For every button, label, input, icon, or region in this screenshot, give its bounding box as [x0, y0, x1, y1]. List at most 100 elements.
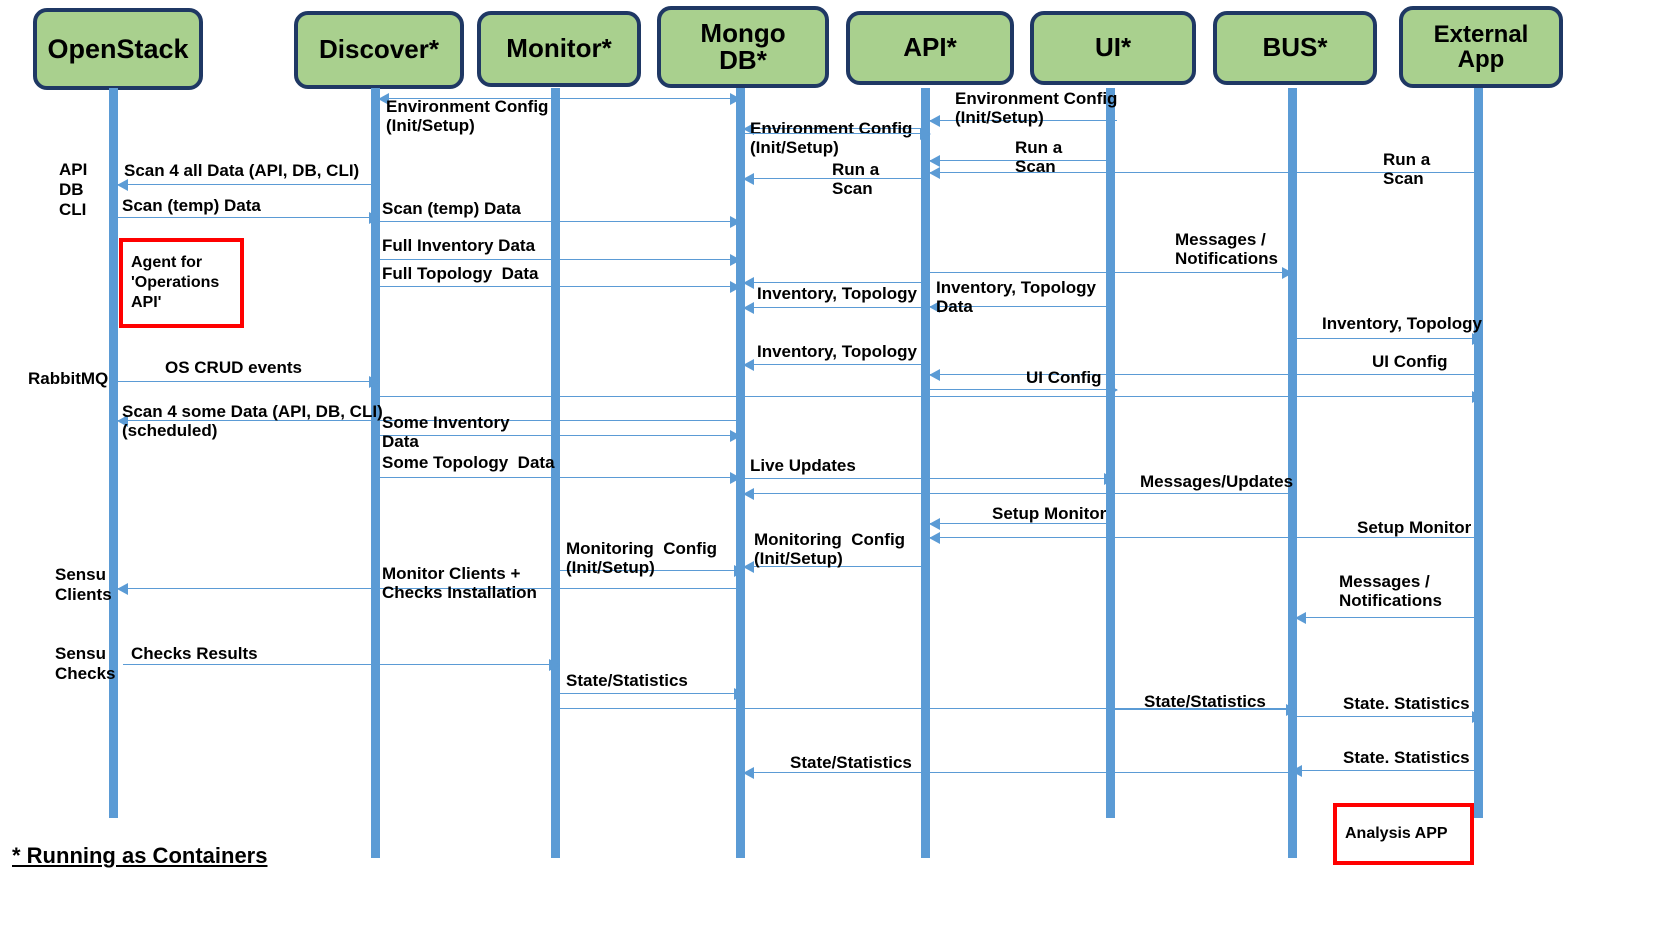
lifeline-bus — [1288, 88, 1297, 858]
message-line-some-inventory-data — [379, 435, 740, 436]
message-label-some-topology-data: Some Topology Data — [382, 453, 555, 472]
message-label-state-statistics-bus-to-external-2: State. Statistics — [1343, 748, 1470, 767]
lifeline-openstack — [109, 88, 118, 818]
message-line-scan-4-some-data — [118, 420, 740, 421]
message-label-state-statistics-monitor-to-mongo: State/Statistics — [566, 671, 688, 690]
arrow-head-run-a-scan-externalapp — [929, 167, 940, 179]
message-label-state-statistics-api-to-bus: State/Statistics — [1144, 692, 1266, 711]
actor-box-api[interactable]: API* — [846, 11, 1014, 85]
message-label-env-config-mongo-in: Environment Config (Init/Setup) — [750, 119, 913, 158]
message-label-checks-results: Checks Results — [131, 644, 258, 663]
message-label-inventory-topology-bus-to-external: Inventory, Topology — [1322, 314, 1482, 333]
arrow-head-monitoring-config-mongo — [743, 561, 754, 573]
message-line-monitoring-config-mongo — [744, 566, 930, 567]
arrow-head-state-statistics-monitor-to-mongo — [734, 688, 745, 700]
message-line-inventory-topology-bus-to-external — [1292, 338, 1482, 339]
message-line-messages-updates — [744, 493, 1296, 494]
arrow-head-inventory-topology-mongo-reply — [743, 302, 754, 314]
message-line-os-crud-events — [118, 381, 379, 382]
actor-box-externalapp[interactable]: External App — [1399, 6, 1563, 88]
message-label-messages-notifications-bus-to-external: Messages / Notifications — [1339, 572, 1442, 611]
arrow-head-state-statistics-bus-to-external-2 — [1291, 765, 1302, 777]
arrow-head-full-topology-data — [730, 281, 741, 293]
callout-agent-operations-api[interactable]: Agent for 'Operations API' — [119, 238, 244, 328]
message-label-inventory-topology-data-ui-to-api: Inventory, Topology Data — [936, 278, 1096, 317]
actor-box-ui[interactable]: UI* — [1030, 11, 1196, 85]
callout-label-analysis-app: Analysis APP — [1345, 825, 1448, 842]
message-line-monitoring-config-monitor — [559, 570, 744, 571]
message-line-ui-config-ui-to-api — [930, 389, 1117, 390]
actor-box-bus[interactable]: BUS* — [1213, 11, 1377, 85]
arrow-head-inventory-topology-mongo-2 — [743, 359, 754, 371]
message-line-setup-monitor-ui-to-api — [930, 523, 1114, 524]
message-label-scan-temp-data-discover: Scan (temp) Data — [382, 199, 521, 218]
arrow-head-env-config-api-to-ui — [929, 115, 940, 127]
arrow-head-inventory-topology-data-ui-to-api — [929, 301, 940, 313]
message-line-env-config-mongo-in — [744, 128, 930, 129]
callout-analysis-app[interactable]: Analysis APP — [1333, 803, 1474, 865]
actor-box-monitor[interactable]: Monitor* — [477, 11, 641, 87]
arrow-head-state-statistics-api-to-bus — [1286, 704, 1297, 716]
arrow-head-monitoring-config-monitor — [734, 565, 745, 577]
message-label-setup-monitor-ui-to-api: Setup Monitor — [992, 504, 1107, 523]
message-line-live-updates — [744, 478, 1114, 479]
actor-label-api: API* — [903, 32, 957, 63]
actor-label-externalapp: External App — [1433, 20, 1529, 73]
arrow-head-ui-config-ui-to-api — [1107, 384, 1118, 396]
arrow-head-scan-4-all-data — [117, 179, 128, 191]
message-label-monitor-clients-checks: Monitor Clients + Checks Installation — [382, 564, 537, 603]
lifeline-api — [921, 88, 930, 858]
message-label-run-a-scan-externalapp: Run a Scan — [1383, 150, 1431, 189]
message-line-messages-notifications-api-to-bus — [930, 272, 1292, 273]
arrow-head-scan-temp-data-discover — [730, 216, 741, 228]
actor-label-discover: Discover* — [319, 34, 439, 65]
callout-label-agent-operations-api: Agent for 'Operations API' — [131, 254, 220, 311]
lifeline-ui — [1106, 88, 1115, 818]
message-line-inventory-topology-mongo-reply — [744, 307, 930, 308]
actor-label-bus: BUS* — [1262, 32, 1328, 63]
lifeline-monitor — [551, 88, 560, 858]
footnote-running-as-containers: * Running as Containers — [12, 843, 268, 868]
message-line-scan-temp-data-os — [118, 217, 379, 218]
arrow-head-run-a-scan-api-to-mongo — [743, 173, 754, 185]
actor-box-mongodb[interactable]: Mongo DB* — [657, 6, 829, 88]
message-label-monitoring-config-mongo: Monitoring Config (Init/Setup) — [754, 530, 906, 569]
message-line-run-a-scan-ui-to-api — [930, 160, 1110, 161]
message-line-monitor-clients-checks — [118, 588, 744, 589]
actor-box-discover[interactable]: Discover* — [294, 11, 464, 89]
arrow-head-setup-monitor-ui-to-api — [929, 518, 940, 530]
message-label-live-updates: Live Updates — [750, 456, 856, 475]
message-label-messages-updates: Messages/Updates — [1140, 472, 1294, 491]
message-line-ui-config-bus — [930, 374, 1482, 375]
message-line-state-statistics-monitor-to-mongo — [559, 693, 744, 694]
actor-label-monitor: Monitor* — [506, 33, 612, 64]
message-line-state-statistics-api-to-mongo — [744, 772, 1292, 773]
arrow-head-scan-4-some-data — [117, 415, 128, 427]
arrow-head-run-a-scan-ui-to-api — [929, 155, 940, 167]
message-label-env-config-api-to-discover: Environment Config (Init/Setup) — [386, 97, 549, 136]
message-label-scan-temp-data-os: Scan (temp) Data — [122, 196, 261, 215]
arrow-head-ui-config-bus — [929, 369, 940, 381]
arrow-head-checks-results — [549, 659, 560, 671]
message-line-env-config-api-to-ui — [930, 120, 1117, 121]
message-label-monitoring-config-monitor: Monitoring Config (Init/Setup) — [566, 539, 718, 578]
arrow-head-messages-notifications-api-to-bus — [1282, 267, 1293, 279]
message-line-some-topology-data — [379, 477, 740, 478]
arrow-head-state-statistics-api-to-mongo — [743, 767, 754, 779]
message-label-setup-monitor-bus: Setup Monitor — [1357, 518, 1472, 537]
arrow-head-state-statistics-bus-to-external-1 — [1472, 711, 1483, 723]
message-label-scan-4-some-data: Scan 4 some Data (API, DB, CLI) (schedul… — [122, 402, 383, 441]
message-line-crud-pass-through — [379, 396, 1482, 397]
actor-box-openstack[interactable]: OpenStack — [33, 8, 203, 90]
message-label-messages-notifications-api-to-bus: Messages / Notifications — [1175, 230, 1278, 269]
message-line-env-config-api-to-discover — [379, 98, 740, 99]
lifeline-externalapp — [1474, 88, 1483, 818]
actor-label-openstack: OpenStack — [47, 33, 189, 64]
message-label-ui-config-ui-to-api: UI Config — [1026, 368, 1102, 387]
message-label-inventory-topology-api-to-mongo: Inventory, Topology — [757, 284, 917, 303]
arrow-head-env-config-api-to-discover — [378, 93, 389, 105]
message-label-os-crud-events: OS CRUD events — [165, 358, 302, 377]
arrow-head-setup-monitor-bus — [929, 532, 940, 544]
message-line-env-config-mongo-out — [744, 133, 930, 134]
message-label-state-statistics-api-to-mongo: State/Statistics — [790, 753, 912, 772]
